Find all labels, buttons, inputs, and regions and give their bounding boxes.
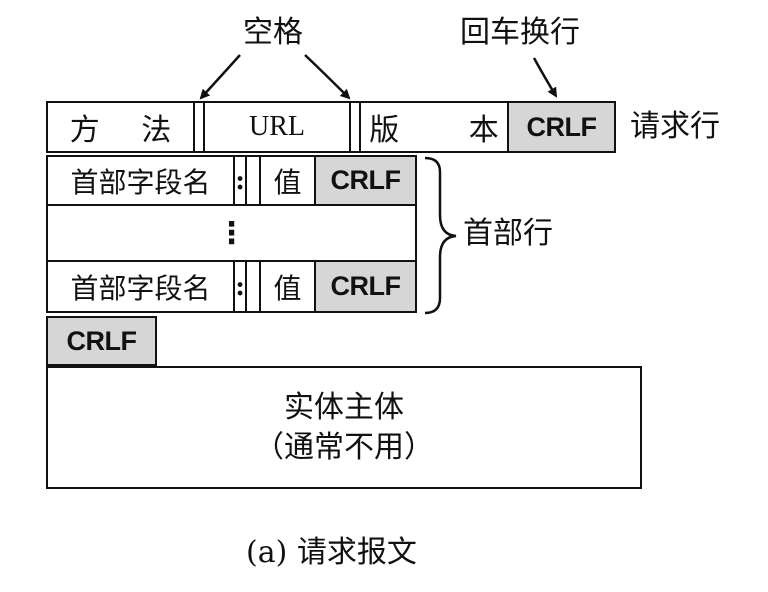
entity-body: 实体主体 （通常不用） [46,366,642,489]
space-arrow-left [199,54,241,100]
ellipsis: ⋮ [216,215,247,251]
header-field-name: 首部字段名 [46,155,235,206]
space-label: 空格 [243,15,303,50]
method-cell: 方 法 [46,101,195,153]
header-crlf: CRLF [314,260,417,313]
entity-body-title: 实体主体 [284,389,404,425]
url-cell: URL [203,101,351,153]
request-line-label: 请求行 [630,109,720,144]
request-line-crlf: CRLF [507,101,616,153]
entity-body-note: （通常不用） [254,429,434,465]
blank-line-crlf: CRLF [46,316,157,366]
header-crlf: CRLF [314,155,417,206]
header-ellipsis-row: ⋮ [46,204,417,262]
header-lines-brace [424,156,457,315]
version-cell: 版 本 [359,101,509,153]
header-field-name: 首部字段名 [46,260,235,313]
header-value: 值 [259,155,316,206]
crlf-pointer-arrow [532,57,558,98]
header-value: 值 [259,260,316,313]
header-lines-label: 首部行 [463,216,553,251]
space-arrow-right [304,54,351,100]
caption: (a) 请求报文 [246,535,417,570]
crlf-pointer-label: 回车换行 [460,15,580,50]
